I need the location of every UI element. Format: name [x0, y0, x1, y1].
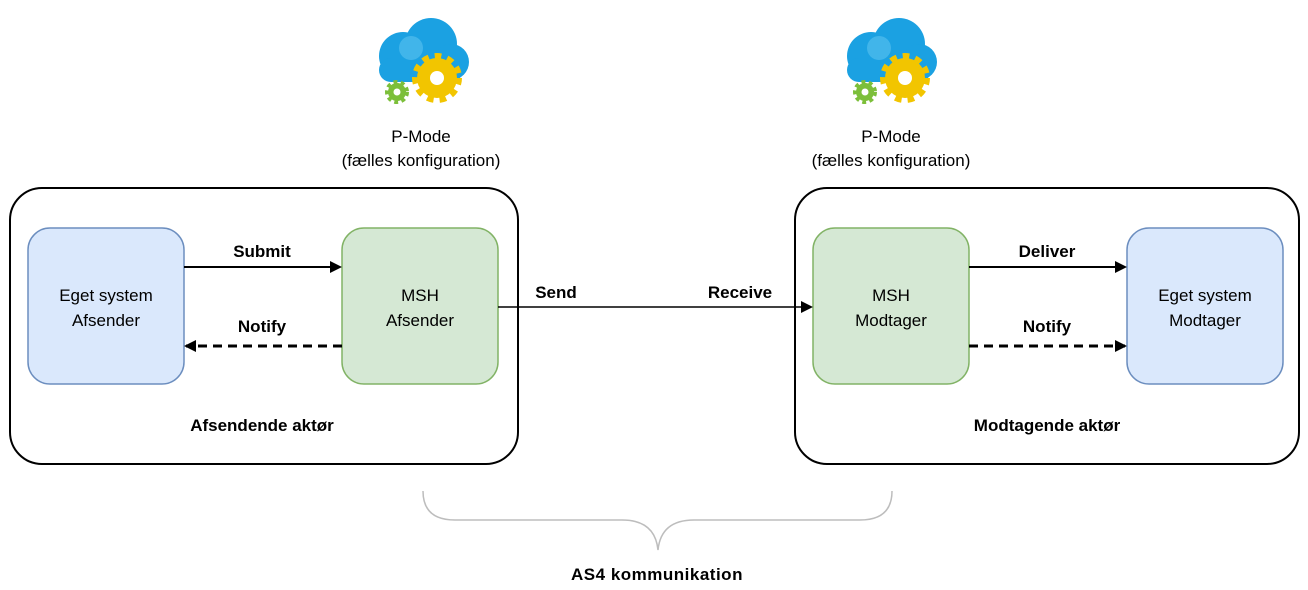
receiver-msh-box — [812, 227, 970, 385]
receiver-system-line1: Eget system — [1158, 286, 1252, 305]
receive-label: Receive — [708, 283, 772, 302]
pmode-left-subtitle: (fælles konfiguration) — [342, 151, 501, 170]
sender-system-line1: Eget system — [59, 286, 153, 305]
pmode-left: P-Mode (fælles konfiguration) — [342, 18, 501, 170]
cloud-gears-icon — [379, 18, 469, 101]
pmode-right-subtitle: (fælles konfiguration) — [812, 151, 971, 170]
receiver-group-label: Modtagende aktør — [974, 416, 1121, 435]
receiver-system-box — [1126, 227, 1284, 385]
cloud-gears-icon — [847, 18, 937, 101]
sender-msh-box — [341, 227, 499, 385]
sender-notify-label: Notify — [238, 317, 287, 336]
sender-msh-line1: MSH — [401, 286, 439, 305]
sender-group: Eget system Afsender MSH Afsender Submit… — [9, 187, 519, 465]
receiver-msh-line2: Modtager — [855, 311, 927, 330]
sender-msh-line2: Afsender — [386, 311, 454, 330]
brace — [422, 490, 893, 551]
sender-system-box — [27, 227, 185, 385]
sender-system-line2: Afsender — [72, 311, 140, 330]
send-label: Send — [535, 283, 577, 302]
submit-label: Submit — [233, 242, 291, 261]
pmode-right: P-Mode (fælles konfiguration) — [812, 18, 971, 170]
receiver-system-line2: Modtager — [1169, 311, 1241, 330]
sender-group-label: Afsendende aktør — [190, 416, 334, 435]
pmode-right-title: P-Mode — [861, 127, 921, 146]
deliver-label: Deliver — [1019, 242, 1076, 261]
brace-label: AS4 kommunikation — [571, 565, 743, 584]
receiver-group: MSH Modtager Eget system Modtager Delive… — [794, 187, 1300, 465]
receiver-msh-line1: MSH — [872, 286, 910, 305]
receiver-notify-label: Notify — [1023, 317, 1072, 336]
pmode-left-title: P-Mode — [391, 127, 451, 146]
